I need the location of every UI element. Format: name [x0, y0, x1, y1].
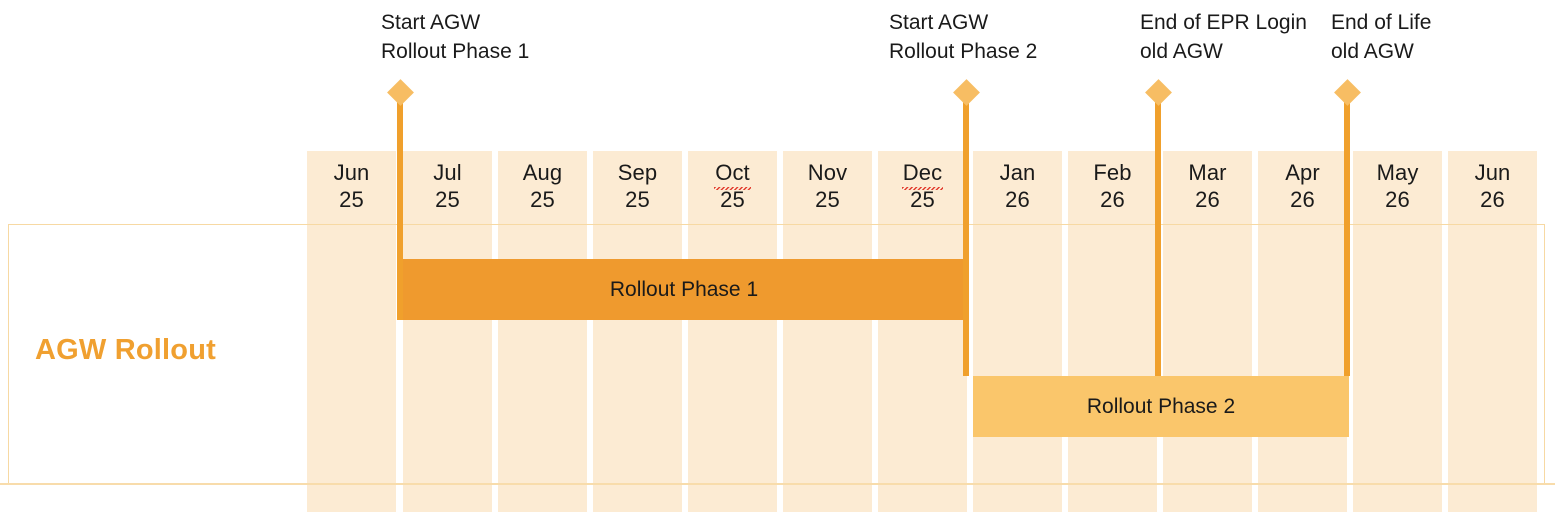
task-bar-rollout-phase-2[interactable]: Rollout Phase 2: [973, 376, 1349, 437]
timeline-column-dec-25: [878, 151, 967, 512]
month-name: Jan: [999, 159, 1036, 185]
month-year: 25: [720, 186, 745, 212]
month-year: 25: [530, 186, 555, 212]
milestone-line-2: [963, 95, 969, 376]
lane-divider: [0, 483, 1555, 485]
milestone-line-3: [1155, 95, 1161, 376]
month-year: 25: [815, 186, 840, 212]
milestone-label-line1: Start AGW: [381, 11, 481, 34]
milestone-diamond-icon-4[interactable]: [1333, 79, 1361, 106]
month-year: 25: [625, 186, 650, 212]
milestone-label-line2: Rollout Phase 2: [889, 39, 1038, 63]
month-year: 26: [1480, 186, 1505, 212]
month-name: Mar: [1188, 159, 1227, 185]
timeline-column-sep-25: [593, 151, 682, 512]
timeline-column-apr-26: [1258, 151, 1347, 512]
milestone-label-line1: End of Life: [1331, 11, 1432, 34]
timeline-column-oct-25: [688, 151, 777, 512]
month-name: May: [1376, 159, 1419, 185]
milestone-label-line1: End of EPR Login: [1140, 11, 1307, 34]
month-name: Jun: [1474, 159, 1511, 185]
milestone-label-line2: Rollout Phase 1: [381, 39, 530, 63]
month-name: Nov: [807, 159, 848, 185]
milestone-label-line2: old AGW: [1331, 39, 1414, 63]
timeline-column-jan-26: [973, 151, 1062, 512]
timeline-column-jun-25: [307, 151, 396, 512]
month-name: Feb: [1093, 159, 1132, 185]
timeline-column-feb-26: [1068, 151, 1157, 512]
timeline-column-nov-25: [783, 151, 872, 512]
milestone-label-4: End of Life old AGW: [1331, 9, 1431, 67]
swimlane-title: AGW Rollout: [35, 334, 216, 366]
milestone-label-2: Start AGW Rollout Phase 2: [889, 9, 1037, 67]
milestone-line-1: [397, 95, 403, 320]
timeline-column-jul-25: [403, 151, 492, 512]
milestone-diamond-icon-2[interactable]: [952, 79, 980, 106]
timeline-column-jun-26: [1448, 151, 1537, 512]
month-year: 26: [1290, 186, 1315, 212]
month-name: Jul: [433, 159, 462, 185]
milestone-label-3: End of EPR Login old AGW: [1140, 9, 1307, 67]
month-name: Apr: [1285, 159, 1320, 185]
milestone-diamond-icon-3[interactable]: [1144, 79, 1172, 106]
timeline-column-mar-26: [1163, 151, 1252, 512]
month-name: Aug: [522, 159, 563, 185]
milestone-line-4: [1344, 95, 1350, 376]
timeline-column-may-26: [1353, 151, 1442, 512]
month-year: 26: [1005, 186, 1030, 212]
milestone-label-1: Start AGW Rollout Phase 1: [381, 9, 529, 67]
month-year: 25: [435, 186, 460, 212]
month-name: Sep: [617, 159, 658, 185]
month-year: 25: [339, 186, 364, 212]
milestone-diamond-icon-1[interactable]: [386, 79, 414, 106]
task-bar-rollout-phase-1[interactable]: Rollout Phase 1: [401, 259, 967, 320]
month-name: Oct: [714, 159, 751, 190]
month-year: 26: [1385, 186, 1410, 212]
month-name: Dec: [901, 159, 944, 190]
month-year: 25: [910, 186, 935, 212]
month-name: Jun: [333, 159, 370, 185]
month-year: 26: [1195, 186, 1220, 212]
month-year: 26: [1100, 186, 1125, 212]
milestone-label-line1: Start AGW: [889, 11, 989, 34]
milestone-label-line2: old AGW: [1140, 39, 1223, 63]
timeline-column-aug-25: [498, 151, 587, 512]
